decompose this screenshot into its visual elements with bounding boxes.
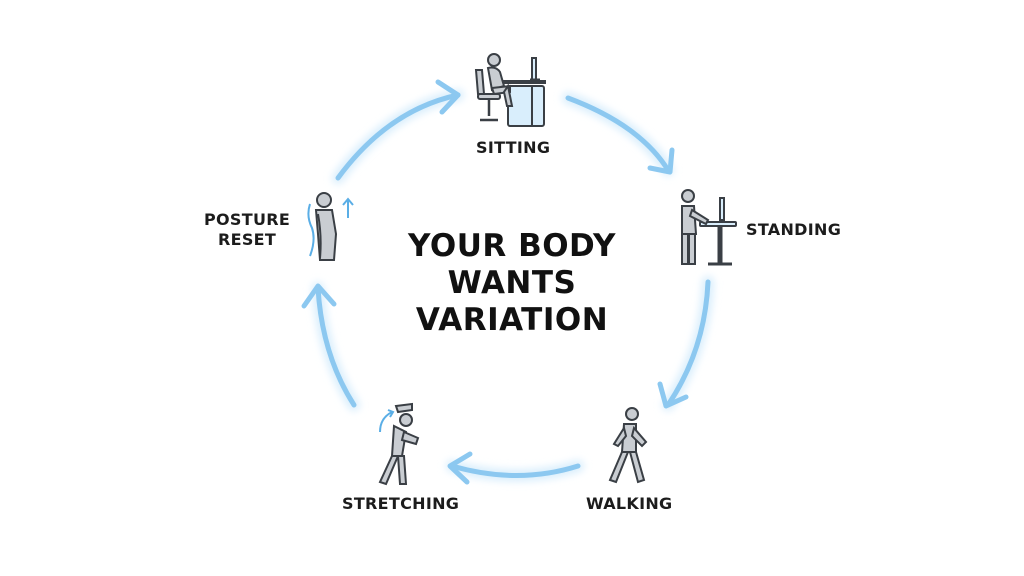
arrow-walking-to-stretching xyxy=(449,463,581,478)
person-walking-icon xyxy=(608,407,648,484)
label-posture-reset: POSTURE RESET xyxy=(204,210,290,250)
title-line-1: YOUR BODY xyxy=(408,228,616,264)
title-line-3: VARIATION xyxy=(415,302,609,338)
label-walking: WALKING xyxy=(586,494,673,513)
person-side-stretch-icon xyxy=(378,402,420,486)
arrow-posture-to-sitting xyxy=(335,92,461,181)
arrowhead-walking xyxy=(657,381,689,409)
person-sitting-at-desk-icon xyxy=(474,53,546,127)
label-posture-line-2: RESET xyxy=(217,230,277,249)
arrow-stretching-to-posture xyxy=(315,285,357,408)
person-standing-at-desk-icon xyxy=(681,189,737,266)
arrow-sitting-to-standing xyxy=(565,95,671,173)
arrowhead-posture xyxy=(301,283,337,309)
arrowhead-stretching xyxy=(447,451,473,485)
person-posture-reset-icon xyxy=(307,192,354,261)
label-sitting: SITTING xyxy=(476,138,551,157)
diagram-title: YOUR BODY WANTS VARIATION xyxy=(362,228,662,339)
arrow-standing-to-walking xyxy=(665,279,711,408)
arrowhead-sitting xyxy=(435,79,461,115)
label-standing: STANDING xyxy=(746,220,842,239)
label-stretching: STRETCHING xyxy=(342,494,460,513)
label-posture-line-1: POSTURE xyxy=(204,210,291,229)
cycle-arrows xyxy=(301,79,714,485)
title-line-2: WANTS xyxy=(447,265,577,301)
arrowhead-standing xyxy=(647,147,675,175)
